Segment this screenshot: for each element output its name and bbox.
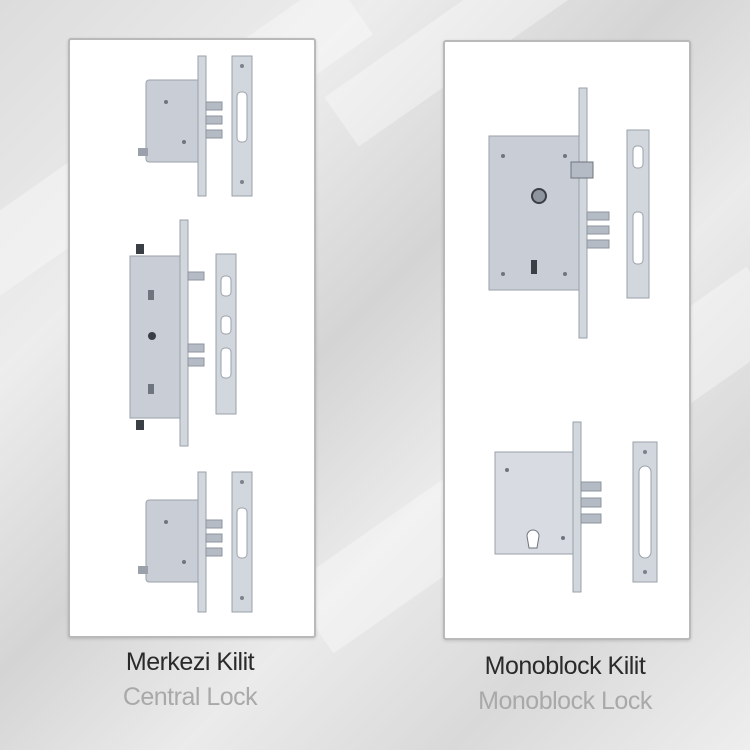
product-subtitle: Monoblock Lock [478,687,652,715]
product-title: Merkezi Kilit [125,648,255,676]
product-subtitle: Central Lock [122,683,258,711]
monoblock-lock-icon [494,421,658,593]
central-lock-panel[interactable] [68,38,316,638]
central-lock-caption: Merkezi Kilit Central Lock [40,648,340,712]
lock-icon [138,55,253,197]
multipoint-lock-icon [129,219,237,447]
mortise-lock-icon [488,87,650,339]
monoblock-lock-panel[interactable] [443,40,691,640]
lock-icon [138,471,253,613]
monoblock-lock-caption: Monoblock Kilit Monoblock Lock [415,652,715,716]
product-title: Monoblock Kilit [484,652,646,680]
